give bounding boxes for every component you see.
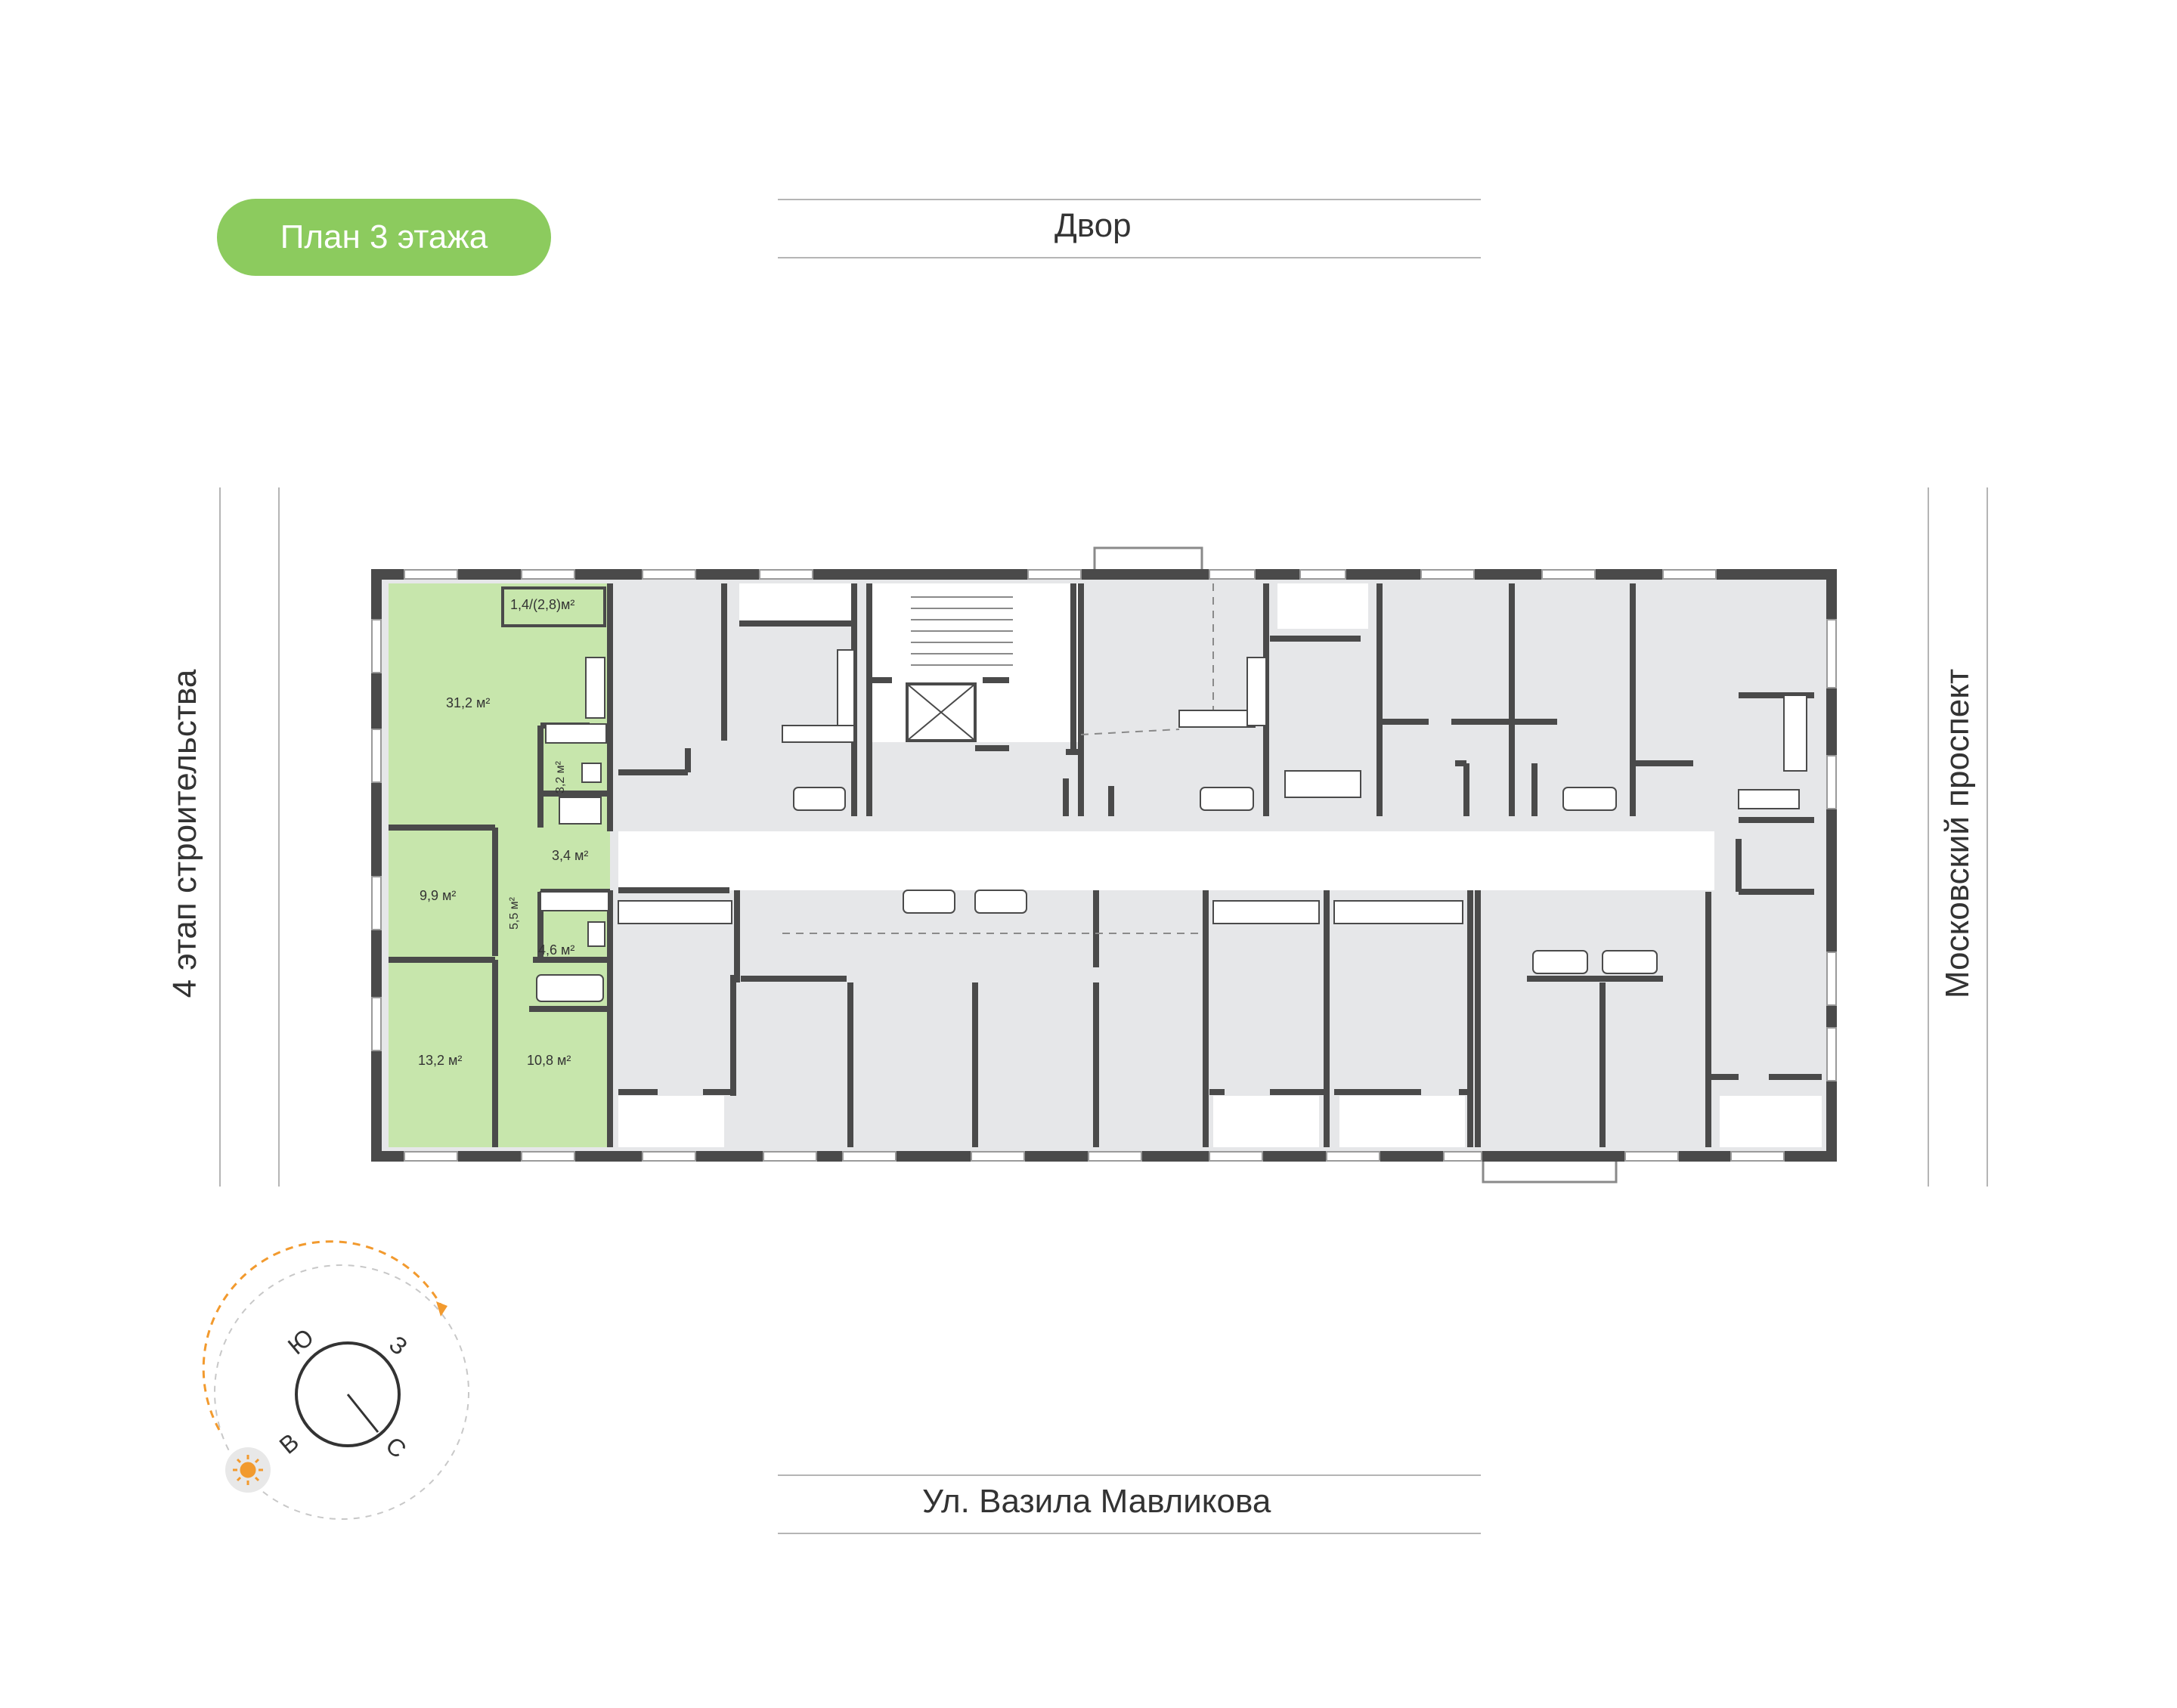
- left-outer-line: [219, 487, 221, 1187]
- right-outer-line: [1987, 487, 1988, 1187]
- living-area-label: 31,2 м²: [446, 695, 491, 710]
- bedroom-3-area-label: 10,8 м²: [527, 1053, 571, 1068]
- large-bath-area-label: 4,6 м²: [538, 942, 575, 958]
- small-bath-area-label: 3,2 м²: [554, 760, 567, 794]
- street-bottom-line: [778, 1533, 1481, 1534]
- courtyard-bottom-line: [778, 257, 1481, 258]
- loggia-3: [1339, 1096, 1465, 1147]
- left-inner-line: [278, 487, 280, 1187]
- kitchen-counters: [540, 649, 1807, 924]
- windows: [371, 569, 1837, 1162]
- fixtures: [536, 763, 1658, 1002]
- bedroom-1-area-label: 9,9 м²: [420, 888, 457, 903]
- loggia-1: [618, 1096, 724, 1147]
- street-top-line: [778, 1474, 1481, 1476]
- courtyard-label: Двор: [1054, 207, 1132, 244]
- right-inner-line: [1928, 487, 1929, 1187]
- floor-plan-badge: План 3 этажа: [217, 199, 551, 276]
- bedroom-2-area-label: 13,2 м²: [418, 1053, 463, 1068]
- hall-area-label: 3,4 м²: [552, 848, 589, 863]
- street-label: Ул. Вазила Мавликова: [922, 1483, 1271, 1520]
- balcony-room[interactable]: [501, 586, 606, 627]
- interior-walls: [389, 583, 1822, 1147]
- balcony-area-label: 1,4/(2,8)м²: [510, 597, 575, 612]
- loggia-6: [1277, 583, 1368, 629]
- central-corridor: [618, 831, 1714, 890]
- floor-plan-title: План 3 этажа: [280, 218, 488, 255]
- loggia-4: [1720, 1096, 1822, 1147]
- loggia-5: [739, 583, 853, 623]
- staircase: [911, 596, 1013, 666]
- courtyard-top-line: [778, 199, 1481, 200]
- loggia-2: [1213, 1096, 1319, 1147]
- corridor-area-label: 5,5 м²: [508, 896, 521, 930]
